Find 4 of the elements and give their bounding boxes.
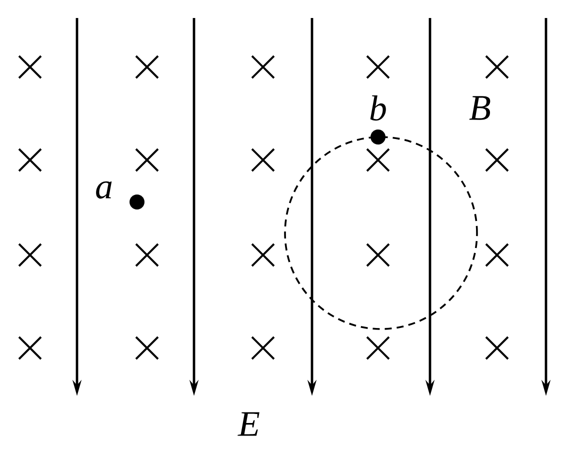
field-label: a <box>96 181 112 199</box>
field-label: B <box>469 96 490 120</box>
field-label: E <box>238 412 260 436</box>
field-label: b <box>370 95 386 121</box>
